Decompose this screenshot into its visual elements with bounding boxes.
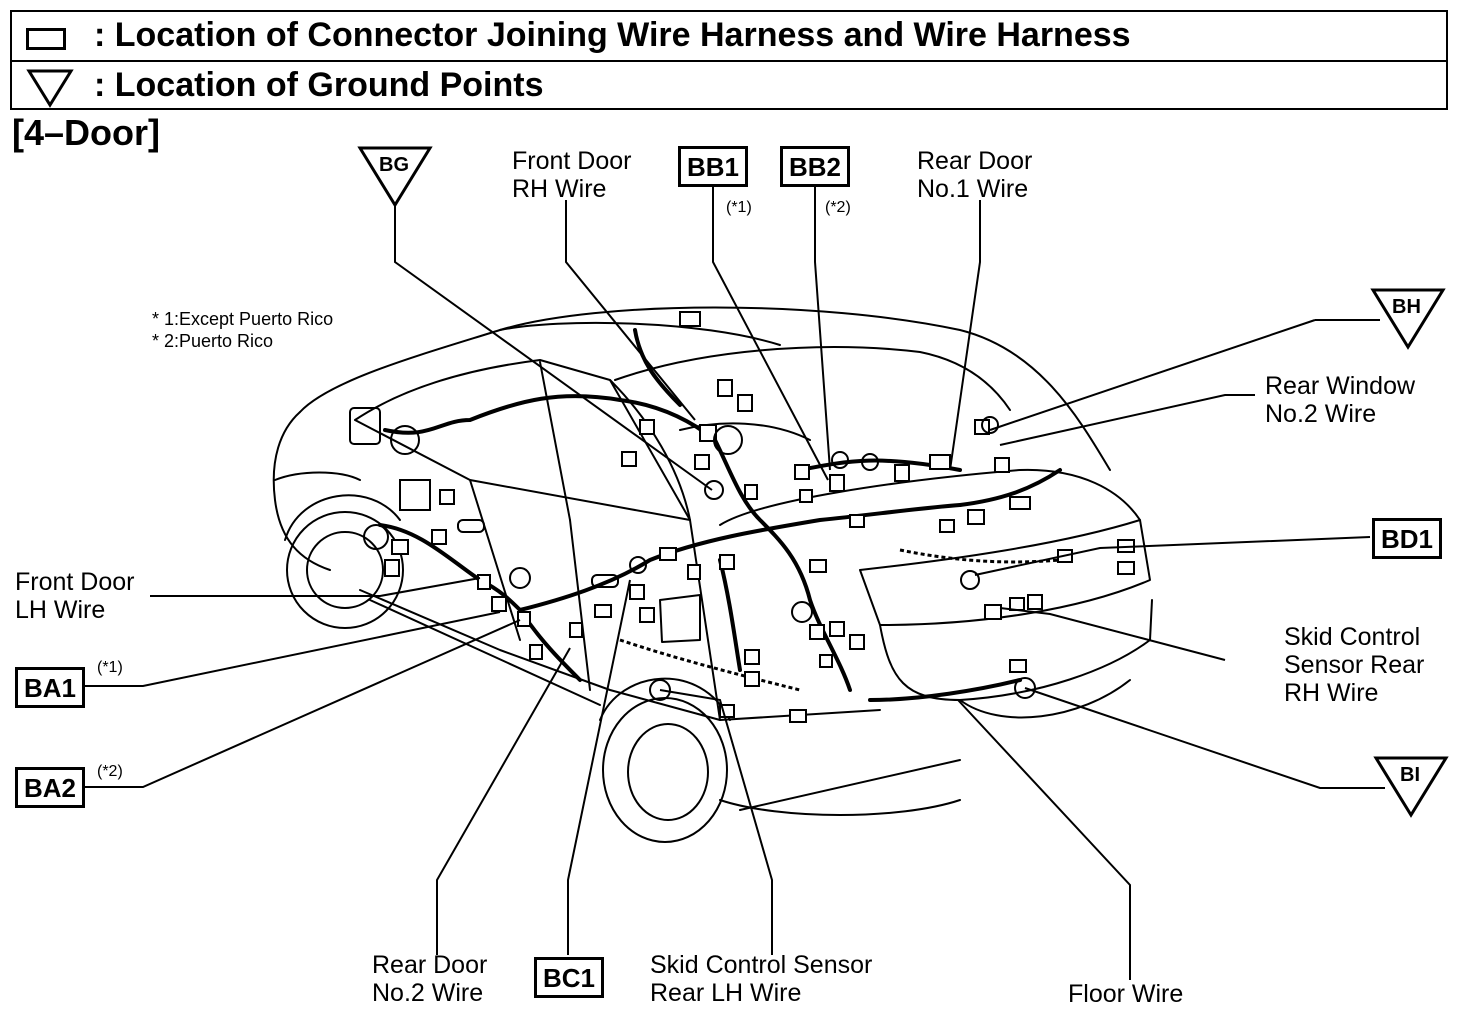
- connector-blocks: [384, 311, 1135, 723]
- note-line-2: * 2:Puerto Rico: [152, 331, 274, 351]
- connector-ba2: BA2: [15, 767, 86, 808]
- ground-point-bh: BH: [1392, 296, 1421, 318]
- legend-ground-text: : Location of Ground Points: [94, 66, 544, 104]
- connector-bb2-note: (*2): [825, 199, 851, 216]
- note-line-1: * 1:Except Puerto Rico: [152, 309, 334, 329]
- triangle-down-icon: [26, 69, 74, 108]
- connector-bc1: BC1: [534, 957, 605, 998]
- connector-bb1: BB1: [678, 146, 749, 187]
- connector-ba1-note: (*1): [97, 659, 123, 676]
- connector-bb2: BB2: [780, 146, 851, 187]
- connector-ba2-note: (*2): [97, 763, 123, 780]
- rectangle-icon: [26, 28, 66, 50]
- ground-triangles: [357, 146, 1449, 818]
- connector-bb1-note: (*1): [726, 199, 752, 216]
- legend-connector-text: : Location of Connector Joining Wire Har…: [94, 16, 1131, 54]
- grommets: [363, 416, 1036, 701]
- connector-ba1: BA1: [15, 667, 86, 708]
- legend-ground-row: : Location of Ground Points: [10, 60, 1448, 110]
- ground-point-bi: BI: [1400, 764, 1420, 786]
- variant-title: [4–Door]: [12, 112, 161, 153]
- leader-lines: [85, 186, 1385, 980]
- car-body-outline: [272, 306, 1153, 843]
- label-floor-wire: Floor Wire: [1068, 980, 1184, 1008]
- connector-bd1: BD1: [1372, 518, 1443, 559]
- ground-point-bg: BG: [379, 154, 409, 176]
- wire-harness-lines: [378, 328, 1062, 702]
